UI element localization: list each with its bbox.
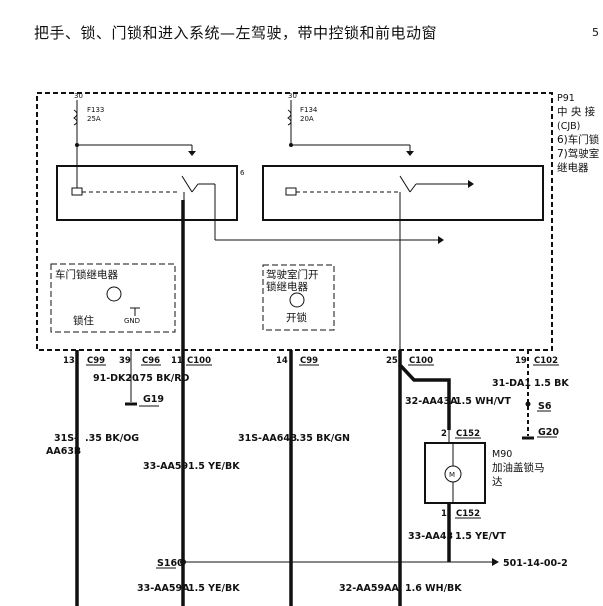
relay1-box [56,165,238,221]
fuse2-id: F134 [300,106,318,114]
ground-g19: G19 [143,394,164,405]
page-number: 5 [592,26,599,39]
fuse1-rating: 25A [87,115,101,123]
motor-name-1: 加油盖锁马 [492,461,545,474]
fuse2-supply: 30 [288,92,297,100]
wire-label-31s-aa63b-2: AA63B [46,446,81,457]
relay2-box [262,165,544,221]
splice-s160: S160 [157,558,184,569]
splice-s6: S6 [538,401,552,412]
pin-25: 25 [386,356,398,366]
conn-c100-a: C100 [187,356,211,366]
module-name-5: 继电器 [557,161,589,174]
relay2-lock-icon [289,292,305,308]
relay1-subbox [50,263,176,333]
relay2-name-1: 驾驶室门开 [266,268,319,281]
conn-c99-a: C99 [87,356,105,366]
relay2-function: 开锁 [286,311,307,324]
wire-spec-32-aa43a: 1.5 WH/VT [455,396,511,407]
motor-pin-1: 1 [441,509,447,519]
wire-label-32-aa43a: 32-AA43A [405,396,458,407]
relay2-coil [285,187,297,196]
motor-conn-bottom: C152 [456,509,480,519]
relay2-name-2: 锁继电器 [266,280,308,293]
relay1-function: 锁住 [73,314,94,327]
wire-spec-31s-aa64b: .35 BK/GN [296,433,350,444]
motor-conn-top: C152 [456,429,480,439]
wire-spec-31-da1: 1.5 BK [534,378,569,389]
module-name-4: 7)驾驶室 [557,147,599,160]
relay1-gnd: GND [124,317,140,325]
relay2-subbox [262,264,335,331]
wire-label-33-aa59: 33-AA59 [143,461,188,472]
wire-label-91-dk20: 91-DK20 [93,373,139,384]
pin-19: 19 [515,356,527,366]
motor-letter: M [449,471,455,479]
wire-label-33-aa59a: 33-AA59A [137,583,190,594]
conn-c102: C102 [534,356,558,366]
splice-s160-node [180,559,186,565]
conn-c96: C96 [142,356,160,366]
page-reference: 501-14-00-2 [503,558,568,569]
motor-name-2: 达 [492,476,503,488]
wire-spec-33-aa43: 1.5 YE/VT [455,531,506,542]
motor-pin-2: 2 [441,429,447,439]
wire-spec-91-dk20: .75 BK/RD [136,373,190,384]
conn-c99-b: C99 [300,356,318,366]
pin-11: 11 [171,356,183,366]
module-name-2: (CJB) [557,121,580,132]
motor-m90-box [424,442,486,504]
relay1-name: 车门锁继电器 [55,268,118,281]
relay1-lock-icon [106,286,122,302]
module-id: P91 [557,93,575,104]
splice-s6-symbol [525,401,531,407]
module-name-1: 中 央 接 [557,105,596,118]
wire-label-33-aa43: 33-AA43 [408,531,453,542]
pin-39: 39 [119,356,131,366]
cjb-outline [36,92,553,351]
fuse1-symbol [73,109,78,126]
ground-g20: G20 [538,427,559,438]
relay1-pin: 6 [240,169,245,177]
fuse2-symbol [287,109,292,126]
wire-spec-31s-aa63b: .35 BK/OG [85,433,139,444]
module-name-3: 6)车门锁 [557,133,600,146]
wire-spec-32-aa59aa: 1.6 WH/BK [405,583,462,594]
fuse1-supply: 30 [74,92,83,100]
fuse2-rating: 20A [300,115,314,123]
wire-32-aa43a [398,350,451,430]
wire-label-31s-aa63b-1: 31S- [54,433,78,444]
wire-spec-33-aa59a: 1.5 YE/BK [188,583,240,594]
fuse1-id: F133 [87,106,104,114]
relay1-coil [71,187,83,196]
wire-label-31-da1: 31-DA1 [492,378,531,389]
wire-spec-33-aa59: 1.5 YE/BK [188,461,240,472]
wire-label-31s-aa64b: 31S-AA64B [238,433,297,444]
pin-13: 13 [63,356,75,366]
page-title: 把手、锁、门锁和进入系统—左驾驶，带中控锁和前电动窗 [34,24,438,42]
pin-14: 14 [276,356,288,366]
motor-id: M90 [492,449,512,460]
conn-c100-b: C100 [409,356,433,366]
wire-label-32-aa59aa: 32-AA59AA [339,583,399,594]
